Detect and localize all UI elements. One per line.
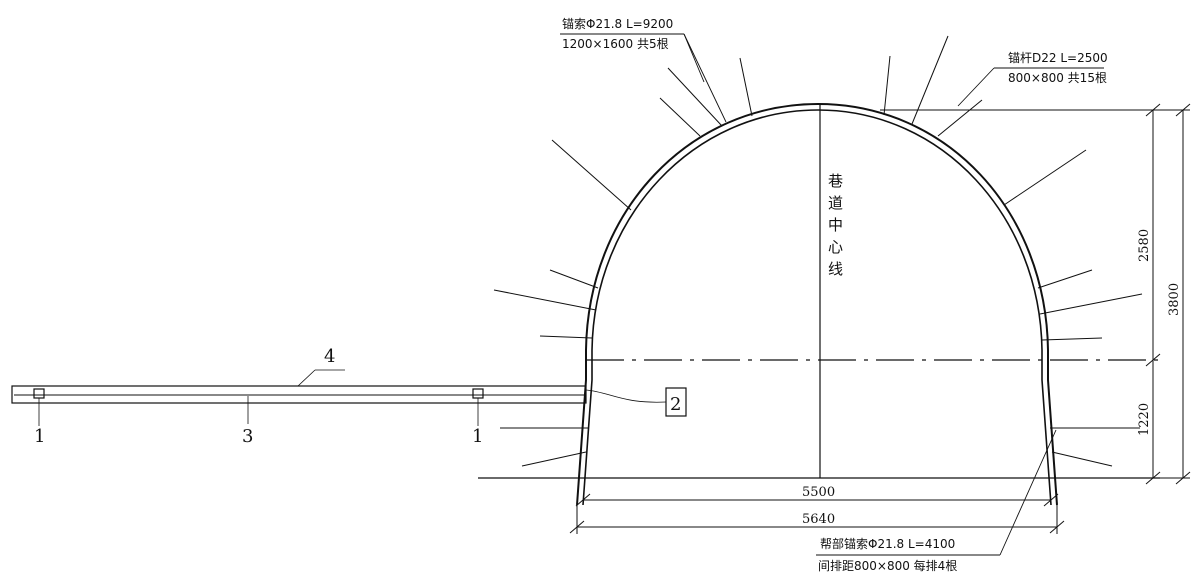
dimension-wall-height-label: 1220 [1137, 403, 1152, 436]
anchor-cable-leader-b [683, 33, 705, 83]
callout-4: 4 [324, 346, 335, 367]
svg-text:道: 道 [828, 194, 843, 212]
callout-2: 2 [670, 394, 681, 415]
dimension-chain-right [1145, 103, 1161, 485]
side-anchor-label-line1: 帮部锚索Φ21.8 L=4100 [820, 536, 955, 551]
side-anchor-leader [999, 429, 1057, 556]
roof-anchor-lines [493, 35, 1143, 341]
pipe-coupling-right [472, 388, 484, 399]
callout-2-box [665, 387, 687, 417]
tunnel-outer-profile [576, 102, 1058, 506]
centerline-label: 巷 道 中 心 线 [828, 172, 843, 278]
pipe-coupling-left [33, 388, 45, 399]
anchor-cable-leader-a [683, 33, 727, 123]
dimension-inner-width [575, 493, 1059, 507]
anchor-bolt-label-line1: 锚杆D22 L=2500 [1008, 50, 1108, 65]
tunnel-inner-profile [582, 109, 1052, 506]
anchor-cable-label-line1: 锚索Φ21.8 L=9200 [562, 16, 673, 31]
dimension-inner-width-label: 5500 [802, 485, 835, 500]
callout-3: 3 [242, 426, 253, 447]
svg-text:中: 中 [828, 216, 843, 234]
anchor-bolt-label-line2: 800×800 共15根 [1008, 71, 1107, 85]
dimension-outer-width [569, 505, 1065, 534]
callout-1-left: 1 [34, 426, 45, 447]
leader-2 [585, 389, 667, 403]
svg-text:巷: 巷 [828, 172, 843, 190]
anchor-cable-label-line2: 1200×1600 共5根 [562, 37, 669, 51]
anchor-bolt-leader [957, 67, 995, 107]
leader-4 [297, 369, 316, 387]
dimension-total-height [1160, 103, 1191, 485]
svg-text:线: 线 [828, 260, 843, 278]
callout-1-right: 1 [472, 426, 483, 447]
dimension-arch-height-label: 2580 [1137, 229, 1152, 262]
dimension-outer-width-label: 5640 [802, 512, 835, 527]
svg-text:心: 心 [828, 238, 843, 256]
side-anchor-lines [500, 427, 1140, 467]
side-anchor-label-line2: 间排距800×800 每排4根 [818, 558, 957, 573]
dimension-total-height-label: 3800 [1167, 283, 1182, 316]
